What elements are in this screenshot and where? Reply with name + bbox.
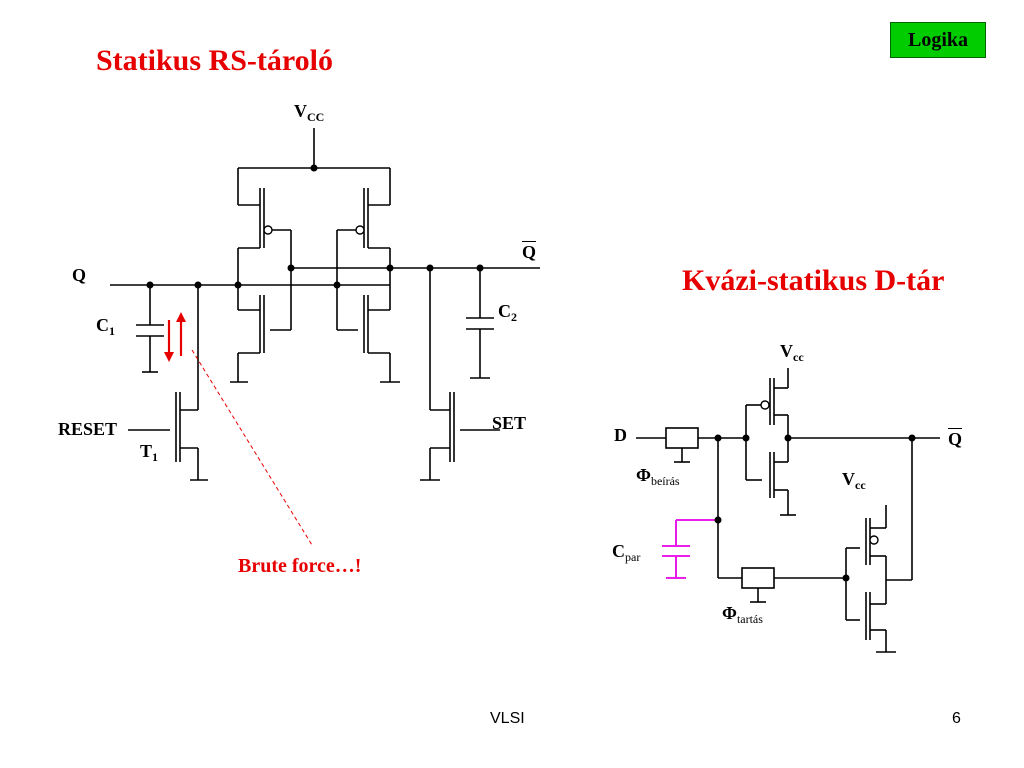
rs-latch-circuit	[110, 128, 540, 481]
phi-beiras-label: Φbeírás	[636, 465, 680, 488]
brute-force-label: Brute force…!	[238, 555, 362, 577]
c1-label: C1	[96, 315, 115, 338]
q-bar-label: Q	[522, 242, 537, 262]
rs-latch-title: Statikus RS-tároló	[96, 44, 333, 77]
d-latch-title: Kvázi-statikus D-tár	[682, 264, 945, 297]
d-latch-junction-dots	[714, 434, 916, 582]
logika-badge: Logika	[890, 22, 986, 58]
reset-label: RESET	[58, 419, 118, 439]
cpar-label: Cpar	[612, 541, 641, 564]
brute-force-pointer-line	[191, 349, 313, 546]
vcc-label: VCC	[294, 101, 325, 124]
brute-force-arrows	[164, 312, 186, 362]
d-latch-q-bar-label: Q	[948, 429, 963, 449]
phi-tartas-label: Φtartás	[722, 603, 763, 626]
d-latch-pmos-bubbles	[760, 400, 879, 545]
vcc-bottom-label: Vcc	[842, 469, 866, 492]
c2-label: C2	[498, 301, 517, 324]
vcc-top-label: Vcc	[780, 341, 804, 364]
d-latch-circuit	[636, 368, 940, 653]
page-number: 6	[952, 710, 961, 727]
rs-pmos-bubbles	[263, 225, 365, 235]
cpar-capacitor	[662, 519, 718, 579]
set-label: SET	[492, 413, 527, 433]
d-input-label: D	[614, 425, 627, 445]
t1-label: T1	[140, 441, 159, 464]
q-label: Q	[72, 265, 87, 285]
footer-title: VLSI	[490, 710, 525, 727]
rs-latch-junction-dots	[146, 164, 484, 289]
